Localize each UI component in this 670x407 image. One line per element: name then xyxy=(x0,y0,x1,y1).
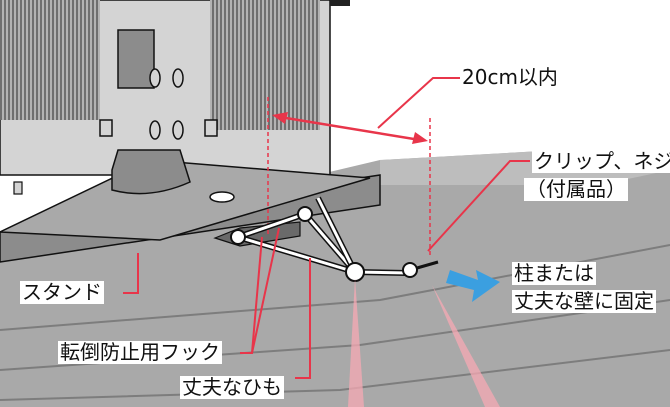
tv-body xyxy=(0,0,350,195)
distance-indicator xyxy=(267,77,460,255)
tv-stand xyxy=(0,149,381,263)
hook-label: 転倒防止用フック xyxy=(58,340,222,364)
distance-label: 20cm以内 xyxy=(460,65,560,89)
callout-leaders xyxy=(123,160,530,379)
string-label: 丈夫なひも xyxy=(180,375,284,399)
highlight-rays xyxy=(348,278,500,407)
clip-screw-accessory-label: （付属品） xyxy=(524,177,628,201)
stand-label: スタンド xyxy=(20,280,104,304)
clip-screw-label: クリップ、ネジ xyxy=(532,150,670,173)
wall-fix-label: 柱または xyxy=(512,261,596,285)
direction-arrow xyxy=(446,270,500,302)
wall-fix-detail-label: 丈夫な壁に固定 xyxy=(512,289,656,313)
anti-tip-assembly xyxy=(230,196,439,282)
